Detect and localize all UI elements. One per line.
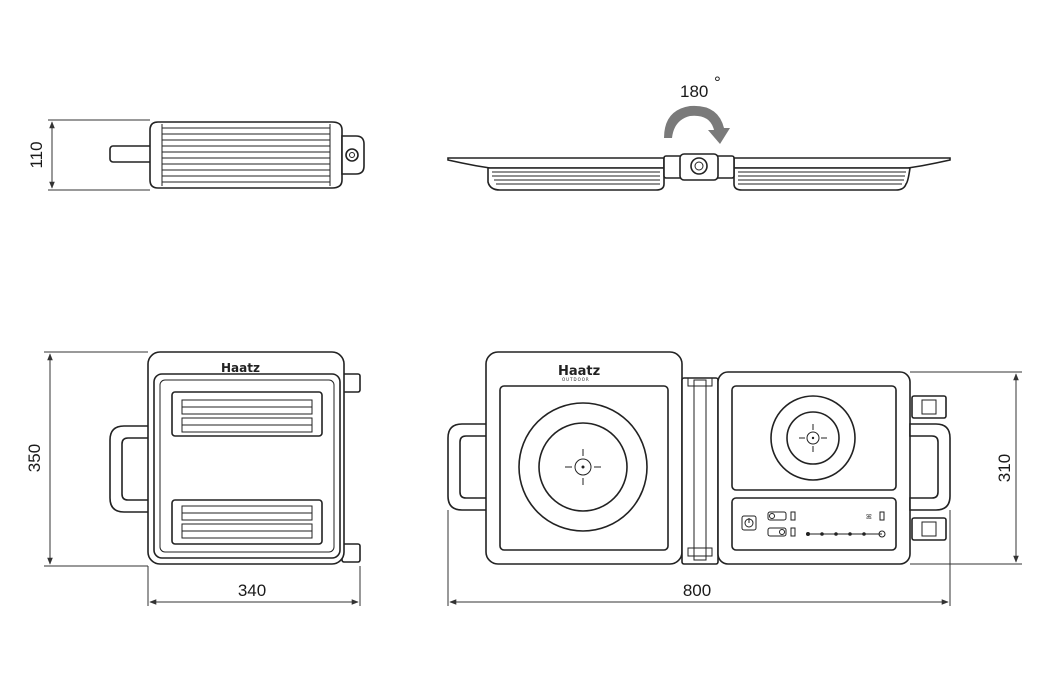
brand-tagline: OUTDOOR — [562, 377, 590, 382]
open-width-label: 800 — [683, 581, 711, 600]
open-height-label: 310 — [995, 454, 1014, 482]
flame-icon: ꕤ — [866, 513, 872, 521]
rotation-arrow-icon — [664, 105, 730, 144]
battery-icon — [879, 511, 885, 521]
open-top-view: Haatz OUTDOOR — [447, 351, 951, 565]
closed-height-label: 350 — [25, 444, 44, 472]
brand-logo: Haatz — [221, 361, 260, 375]
vent-bottom — [171, 499, 323, 545]
closed-width-label: 340 — [238, 581, 266, 600]
dimension-side-height: 110 — [27, 119, 150, 191]
burner-small — [770, 395, 856, 481]
rotation-unit: ° — [714, 73, 721, 92]
side-view-open — [447, 153, 951, 191]
rotation-label: 180 — [680, 82, 708, 101]
brand-logo-open: Haatz — [558, 364, 600, 379]
dimension-closed-height: 350 — [25, 351, 148, 567]
rotation-indicator: 180 ° — [664, 73, 730, 144]
side-height-label: 110 — [27, 141, 46, 168]
closed-top-view: Haatz — [109, 351, 361, 565]
dimension-open-width: 800 — [447, 510, 951, 606]
vent-top — [171, 391, 323, 437]
side-view-closed — [109, 121, 365, 189]
power-button-icon — [741, 515, 757, 531]
dimension-closed-width: 340 — [147, 566, 361, 606]
burner-large — [518, 402, 648, 532]
control-panel: ꕤ — [731, 497, 897, 551]
dimension-open-height: 310 — [910, 371, 1022, 565]
